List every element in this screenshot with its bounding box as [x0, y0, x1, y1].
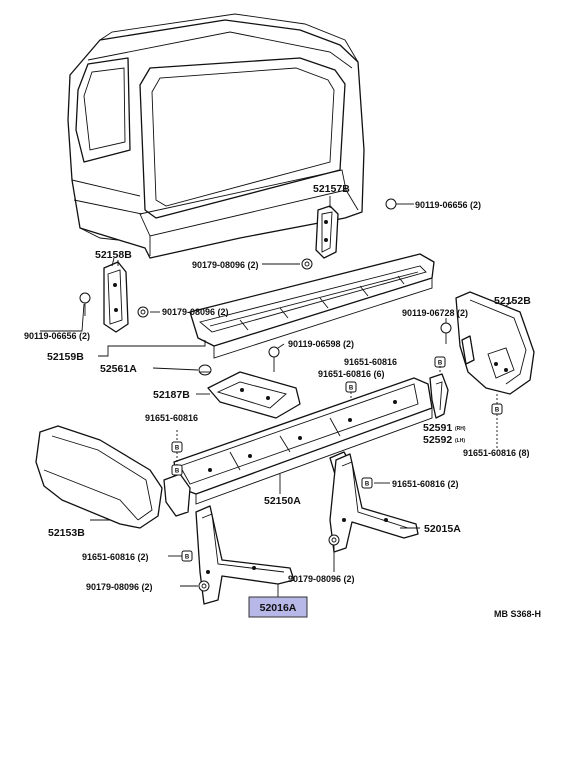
part-52187B-reinforcement [207, 371, 301, 419]
part-52158B-bracket [103, 260, 129, 333]
svg-text:B: B [175, 469, 180, 475]
svg-text:B: B [185, 555, 190, 561]
svg-text:B: B [495, 408, 500, 414]
bolt-b-marker-icon: B [361, 477, 373, 489]
label-52157B: 52157B [313, 183, 350, 195]
label-52591: 52591 [423, 422, 452, 434]
bolt-icon [79, 292, 91, 316]
label-52153B: 52153B [48, 527, 85, 539]
part-right-small-bracket [461, 335, 475, 365]
part-52159B-step-pad [189, 253, 435, 359]
part-labels: 52157B 90119-06656 (2) 52158B 90179-0809… [24, 183, 541, 619]
bolt-icon [385, 198, 408, 210]
bolt-icon [268, 346, 280, 372]
label-90119-06728: 90119-06728 (2) [402, 308, 468, 318]
nut-icon [137, 306, 149, 318]
part-52015A-bumper-arm [329, 453, 419, 553]
nut-icon [198, 580, 210, 592]
label-90119-06656-right: 90119-06656 (2) [415, 200, 481, 210]
bolt-b-marker-icon: B [181, 550, 193, 562]
highlighted-part-52016A[interactable]: 52016A [248, 596, 308, 618]
label-91651-60816-left: 91651-60816 [145, 413, 198, 423]
label-90179-08096-bottom-left: 90179-08096 (2) [86, 582, 153, 592]
part-52591-bracket [429, 373, 449, 419]
label-52158B: 52158B [95, 249, 132, 261]
figure-code: MB S368-H [494, 609, 541, 619]
label-91651-60816-six: 91651-60816 (6) [318, 369, 385, 379]
label-90119-06656-left: 90119-06656 (2) [24, 331, 90, 341]
label-52561A: 52561A [100, 363, 137, 375]
bolt-b-marker-icon: B [434, 356, 446, 368]
label-91651-60816-two-right: 91651-60816 (2) [392, 479, 459, 489]
part-52152B-right-cap [455, 291, 535, 395]
label-91651-60816-eight: 91651-60816 (8) [463, 448, 530, 458]
label-90179-08096-upper: 90179-08096 (2) [192, 260, 259, 270]
label-90179-08096-bottom-right: 90179-08096 (2) [288, 574, 355, 584]
svg-text:B: B [349, 386, 354, 392]
label-91651-60816-two-left: 91651-60816 (2) [82, 552, 149, 562]
part-52016A-bumper-arm [195, 505, 295, 605]
svg-text:B: B [438, 361, 443, 367]
label-52187B: 52187B [153, 389, 190, 401]
vehicle-body-illustration [67, 13, 365, 259]
label-52591-rh: (RH) [455, 426, 466, 432]
svg-text:B: B [175, 446, 180, 452]
label-52152B: 52152B [494, 295, 531, 307]
bolt-b-marker-icon: B [345, 381, 357, 393]
label-90179-08096-middle: 90179-08096 (2) [162, 307, 229, 317]
fastener-icons [79, 198, 452, 592]
svg-text:52016A: 52016A [260, 602, 297, 614]
bolt-b-marker-icon: B [171, 464, 183, 476]
nut-icon [328, 534, 340, 546]
bolt-b-marker-icon: B [491, 403, 503, 415]
nut-icon [301, 258, 313, 270]
part-52153B-left-cap [35, 425, 163, 529]
label-52592: 52592 [423, 434, 452, 446]
svg-text:B: B [365, 482, 370, 488]
label-52159B: 52159B [47, 351, 84, 363]
label-52150A: 52150A [264, 495, 301, 507]
leader-lines [40, 203, 515, 600]
bolt-marker-group: B B B B B B B [171, 356, 503, 562]
label-52015A: 52015A [424, 523, 461, 535]
label-90119-06598: 90119-06598 (2) [288, 339, 354, 349]
part-52157B-bracket [315, 196, 339, 259]
bolt-icon [440, 322, 452, 344]
clip-icon [198, 364, 212, 376]
bolt-b-marker-icon: B [171, 441, 183, 453]
label-52592-lh: (LH) [455, 438, 465, 444]
label-91651-60816-center: 91651-60816 [344, 357, 397, 367]
